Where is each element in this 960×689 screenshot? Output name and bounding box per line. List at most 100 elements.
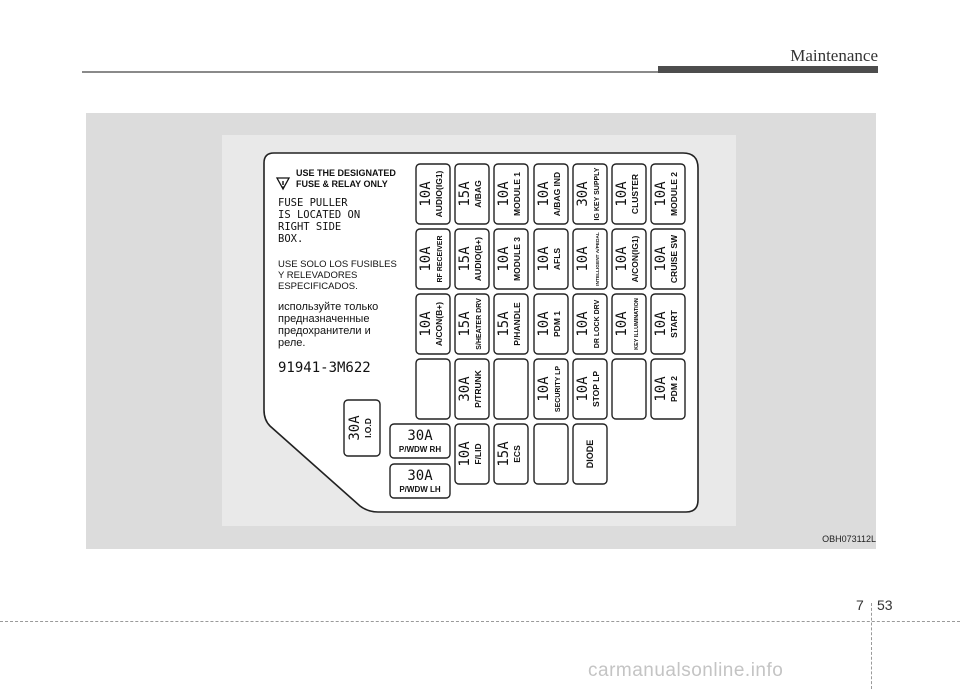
fuse-slot <box>611 163 647 225</box>
fuse-rating: 10A <box>457 441 473 467</box>
fuse-slot <box>454 228 490 290</box>
figure-code: OBH073112L <box>822 534 876 544</box>
warning-text: USE THE DESIGNATED <box>296 168 396 178</box>
fuse-slot <box>533 293 569 355</box>
spanish-note: Y RELEVADORES <box>278 270 357 281</box>
big-fuse-pw-rh <box>389 423 451 459</box>
fuse-rating: 10A <box>418 246 434 272</box>
fuse-label: F/LID <box>473 443 483 464</box>
fuse-puller-note: FUSE PULLER <box>278 197 348 209</box>
fuse-rating: 10A <box>418 181 434 207</box>
fuse-rating: 10A <box>575 311 591 337</box>
fuse-rating: 10A <box>614 181 630 207</box>
fuse-rating: 10A <box>653 376 669 402</box>
diode-label: DIODE <box>585 440 595 469</box>
fuse-slot <box>572 228 608 290</box>
big-fuse-iod <box>343 399 381 457</box>
fuse-label: CLUSTER <box>630 174 640 214</box>
fuse-slot <box>650 163 686 225</box>
spanish-note: USE SOLO LOS FUSIBLES <box>278 259 397 270</box>
footer-rule <box>0 621 960 622</box>
fuse-slot <box>650 293 686 355</box>
fuse-rating: 10A <box>496 246 512 272</box>
fuse-label: AUDIO(B+) <box>473 237 483 281</box>
russian-note: предназначенные <box>278 313 369 325</box>
fuse-slot <box>415 293 451 355</box>
fuse-puller-note: BOX. <box>278 233 303 245</box>
fuse-label: A/CON(IG1) <box>630 235 640 282</box>
fuse-label: P/WDW RH <box>399 445 441 454</box>
fuse-label: DR LOCK DRV <box>594 299 601 348</box>
fuse-slot <box>454 293 490 355</box>
empty-fuse-slot <box>533 423 569 485</box>
fuse-rating: 15A <box>457 311 473 337</box>
fuse-label: MODULE 1 <box>512 172 522 216</box>
empty-fuse-slot <box>493 358 529 420</box>
fuse-label: SECURITY LP <box>555 366 562 412</box>
fuse-slot <box>454 358 490 420</box>
fuse-slot <box>454 423 490 485</box>
fuse-rating: 10A <box>418 311 434 337</box>
fuse-label: P/WDW LH <box>399 485 441 494</box>
warning-text: FUSE & RELAY ONLY <box>296 179 388 189</box>
fuse-label: P/HANDLE <box>512 302 522 346</box>
fuse-label: A/BAG <box>473 180 483 208</box>
fuse-label: CRUISE SW <box>669 234 679 283</box>
fuse-rating: 10A <box>575 246 591 272</box>
fuse-rating: 30A <box>347 415 363 441</box>
fuse-slot <box>454 163 490 225</box>
fuse-slot <box>493 163 529 225</box>
header-bar <box>658 66 878 73</box>
page-number: 53 <box>877 597 893 613</box>
fuse-rating: 30A <box>407 468 433 484</box>
fuse-slot <box>572 358 608 420</box>
fuse-label: S/HEATER DRV <box>476 298 483 350</box>
fuse-slot <box>533 163 569 225</box>
fuse-rating: 10A <box>536 246 552 272</box>
fuse-slot <box>650 228 686 290</box>
fuse-label: STOP LP <box>591 371 601 407</box>
fuse-label: ECS <box>512 445 522 463</box>
fuse-rating: 30A <box>407 428 433 444</box>
big-fuse-pw-lh <box>389 463 451 499</box>
fuse-slot <box>493 293 529 355</box>
fuse-slot <box>572 163 608 225</box>
fuse-rating: 10A <box>536 181 552 207</box>
fuse-label: IG KEY SUPPLY <box>594 167 601 220</box>
fuse-rating: 15A <box>496 311 512 337</box>
russian-note: предохранители и <box>278 325 371 337</box>
fuse-label: P/TRUNK <box>473 369 483 408</box>
fuse-rating: 10A <box>653 246 669 272</box>
fuse-slot <box>572 293 608 355</box>
fuse-label: RF RECEIVER <box>437 235 444 282</box>
fuse-label: MODULE 2 <box>669 172 679 216</box>
fuse-rating: 10A <box>575 376 591 402</box>
fuse-label: A/BAG IND <box>552 172 562 216</box>
fuse-puller-note: RIGHT SIDE <box>278 221 341 233</box>
russian-note: реле. <box>278 337 305 349</box>
footer-divider <box>871 603 872 689</box>
fuse-rating: 10A <box>536 376 552 402</box>
spanish-note: ESPECIFICADOS. <box>278 281 358 292</box>
fuse-label: KEY ILLUMINATION <box>634 298 640 350</box>
fuse-label: PDM 1 <box>552 311 562 337</box>
fuse-rating: 15A <box>457 246 473 272</box>
empty-fuse-slot <box>415 358 451 420</box>
fuse-label: MODULE 3 <box>512 237 522 281</box>
fuse-label: AFLS <box>552 248 562 271</box>
chapter-number: 7 <box>856 597 864 613</box>
header-rule <box>82 71 658 73</box>
fuse-rating: 15A <box>496 441 512 467</box>
fuse-rating: 15A <box>457 181 473 207</box>
fuse-slot <box>611 293 647 355</box>
fuse-label: I.O.D <box>363 418 373 438</box>
fuse-rating: 10A <box>614 246 630 272</box>
fuse-slot <box>493 228 529 290</box>
fuse-label: A/CON(B+) <box>434 302 444 346</box>
fuse-puller-note: IS LOCATED ON <box>278 209 360 221</box>
fuse-slot <box>533 228 569 290</box>
fuse-slot <box>415 228 451 290</box>
fuse-slot <box>415 163 451 225</box>
fuse-label: START <box>669 309 679 338</box>
